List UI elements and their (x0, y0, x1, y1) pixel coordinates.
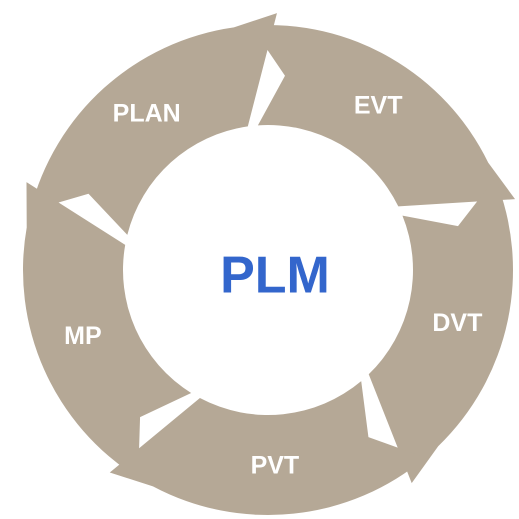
segment-label-pvt: PVT (251, 451, 300, 479)
segment-label-evt: EVT (354, 91, 403, 119)
arrow-segment-evt (250, 25, 516, 207)
labels-group: PLAN EVT DVT PVT MP (64, 91, 482, 479)
segments-group (22, 13, 516, 515)
segment-label-mp: MP (64, 322, 102, 350)
arrow-segment-pvt (109, 381, 426, 515)
center-label: PLM (220, 247, 330, 305)
segment-label-plan: PLAN (113, 99, 181, 127)
arrow-segment-dvt (368, 178, 513, 484)
arrow-segment-mp (22, 182, 192, 478)
arrow-segment-plan (30, 13, 277, 235)
segment-label-dvt: DVT (432, 309, 482, 337)
